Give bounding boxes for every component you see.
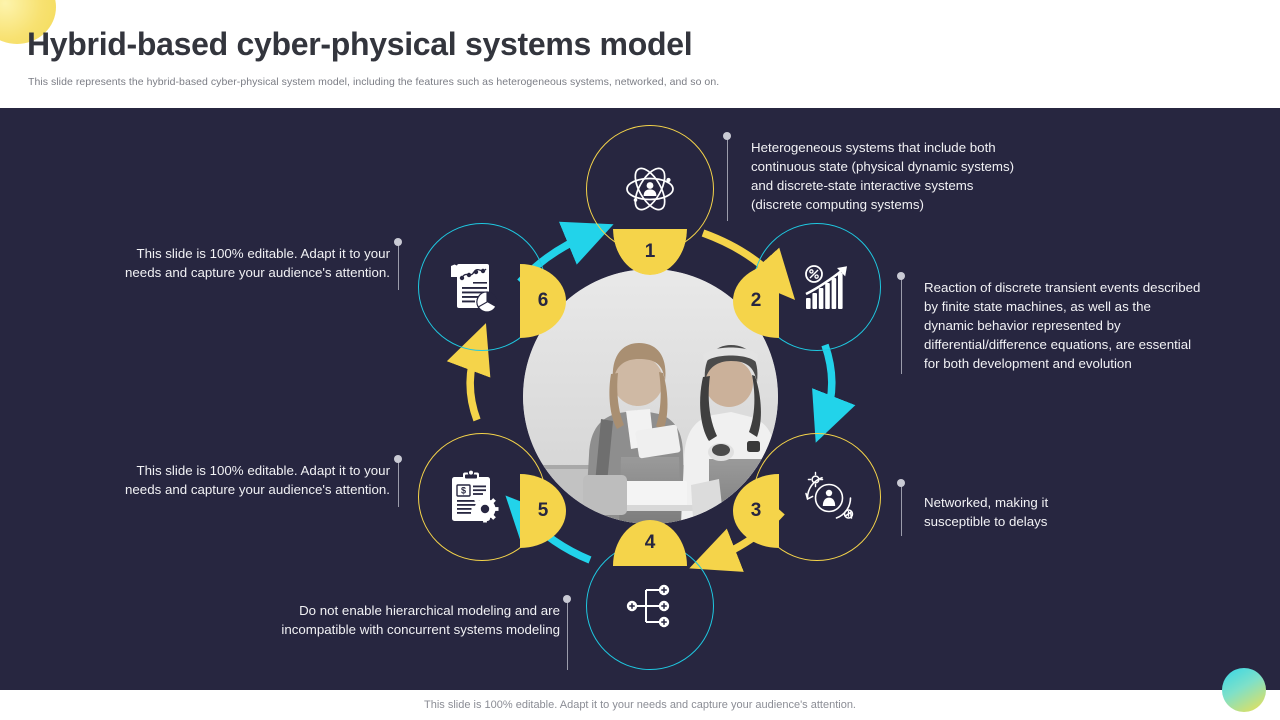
callout-5: This slide is 100% editable. Adapt it to… xyxy=(10,461,406,499)
callout-6-connector xyxy=(398,245,399,290)
report-chart-icon xyxy=(409,223,537,351)
node-6-number: 6 xyxy=(537,290,549,311)
callout-5-connector xyxy=(398,462,399,507)
slide-header: Hybrid-based cyber-physical systems mode… xyxy=(0,0,1280,108)
callout-2: Reaction of discrete transient events de… xyxy=(908,278,1274,373)
callout-2-text: Reaction of discrete transient events de… xyxy=(924,280,1201,371)
callout-6: This slide is 100% editable. Adapt it to… xyxy=(10,244,406,282)
callout-1: Heterogeneous systems that include both … xyxy=(735,138,1081,214)
page-subtitle: This slide represents the hybrid-based c… xyxy=(28,76,720,88)
callout-3-dot xyxy=(897,479,905,487)
slide-footer: This slide is 100% editable. Adapt it to… xyxy=(0,690,1280,720)
growth-chart-icon xyxy=(763,223,891,351)
callout-1-connector xyxy=(727,139,728,221)
node-4[interactable]: 4 xyxy=(586,520,714,670)
footer-text: This slide is 100% editable. Adapt it to… xyxy=(424,699,856,711)
callout-4: Do not enable hierarchical modeling and … xyxy=(180,601,576,639)
svg-text:$: $ xyxy=(461,486,466,496)
page-title: Hybrid-based cyber-physical systems mode… xyxy=(27,26,693,62)
atom-person-icon xyxy=(586,125,714,253)
callout-6-text: This slide is 100% editable. Adapt it to… xyxy=(125,246,390,280)
callout-4-text: Do not enable hierarchical modeling and … xyxy=(281,603,560,637)
node-1-number: 1 xyxy=(644,241,656,262)
callout-4-connector xyxy=(567,602,568,670)
callout-4-dot xyxy=(563,595,571,603)
cycle-diagram: 1 xyxy=(400,108,900,690)
callout-3-text: Networked, making it susceptible to dela… xyxy=(924,495,1049,529)
node-2[interactable]: 2 xyxy=(733,223,881,351)
node-5-number: 5 xyxy=(537,500,549,521)
callout-1-text: Heterogeneous systems that include both … xyxy=(751,140,1015,212)
person-network-icon xyxy=(765,433,893,561)
callout-3-connector xyxy=(901,486,902,536)
invoice-gear-icon: $ xyxy=(408,433,536,561)
node-4-number: 4 xyxy=(644,532,656,553)
callout-6-dot xyxy=(394,238,402,246)
callout-3: Networked, making it susceptible to dela… xyxy=(908,493,1174,531)
callout-2-dot xyxy=(897,272,905,280)
decorative-circle-bottom-right xyxy=(1222,668,1266,712)
callout-1-dot xyxy=(723,132,731,140)
node-5[interactable]: $ xyxy=(418,433,566,561)
node-2-number: 2 xyxy=(750,290,762,311)
callout-2-connector xyxy=(901,279,902,374)
node-6[interactable]: 6 xyxy=(418,223,566,351)
hierarchy-nodes-icon xyxy=(586,542,714,670)
node-3-number: 3 xyxy=(750,500,762,521)
callout-5-text: This slide is 100% editable. Adapt it to… xyxy=(125,463,390,497)
node-3[interactable]: 3 xyxy=(733,433,881,561)
node-1[interactable]: 1 xyxy=(586,125,714,275)
callout-5-dot xyxy=(394,455,402,463)
diagram-panel: Heterogeneous systems that include both … xyxy=(0,108,1280,690)
